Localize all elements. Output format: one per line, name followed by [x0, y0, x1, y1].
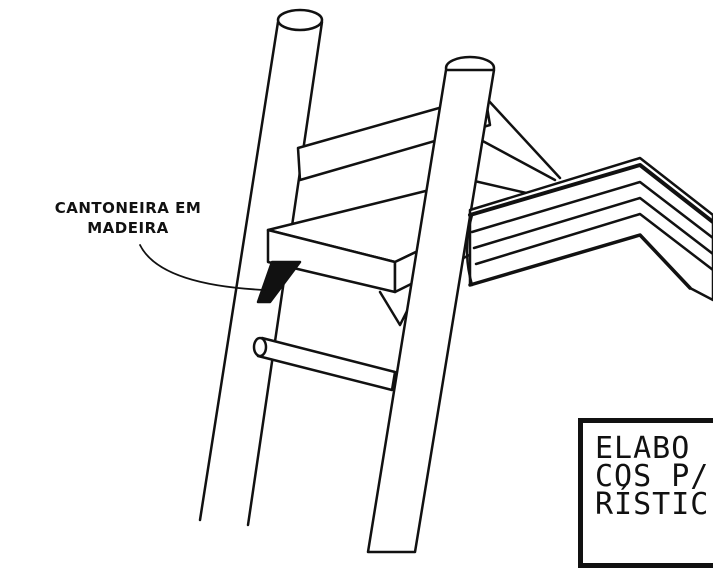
wooden-angle-bracket: [256, 260, 302, 304]
profile-top-flange: [468, 163, 713, 224]
title-line-1: ELABO: [595, 431, 691, 466]
extruded-profile: [465, 156, 713, 302]
title-line-2: COS P/: [595, 459, 710, 494]
rear-rail-left-edge: [198, 20, 280, 522]
rear-rail-top-cap: [276, 8, 324, 32]
profile-end-curve: [465, 213, 474, 287]
profile-groove-1: [470, 180, 713, 240]
profile-bottom-flange: [468, 233, 692, 290]
profile-groove-3: [474, 212, 713, 272]
lower-rung-end-cap: [252, 336, 268, 358]
title-line-3: RÍSTIC: [595, 487, 710, 522]
front-ladder-rail: [366, 55, 496, 554]
lower-rung-body: [256, 336, 397, 392]
callout-line-2: MADEIRA: [87, 219, 169, 237]
callout-label: CANTONEIRA EM MADEIRA: [8, 198, 248, 238]
lower-rung: [252, 336, 397, 392]
cable-line-upper: [486, 98, 562, 180]
callout-line-1: CANTONEIRA EM: [54, 199, 202, 217]
callout-leader-line: [139, 244, 266, 291]
title-block-text: ELABO COS P/ RÍSTIC: [595, 434, 710, 522]
profile-groove-2: [472, 196, 713, 256]
front-rail-body: [366, 68, 496, 554]
title-block: ELABO COS P/ RÍSTIC: [578, 418, 713, 568]
